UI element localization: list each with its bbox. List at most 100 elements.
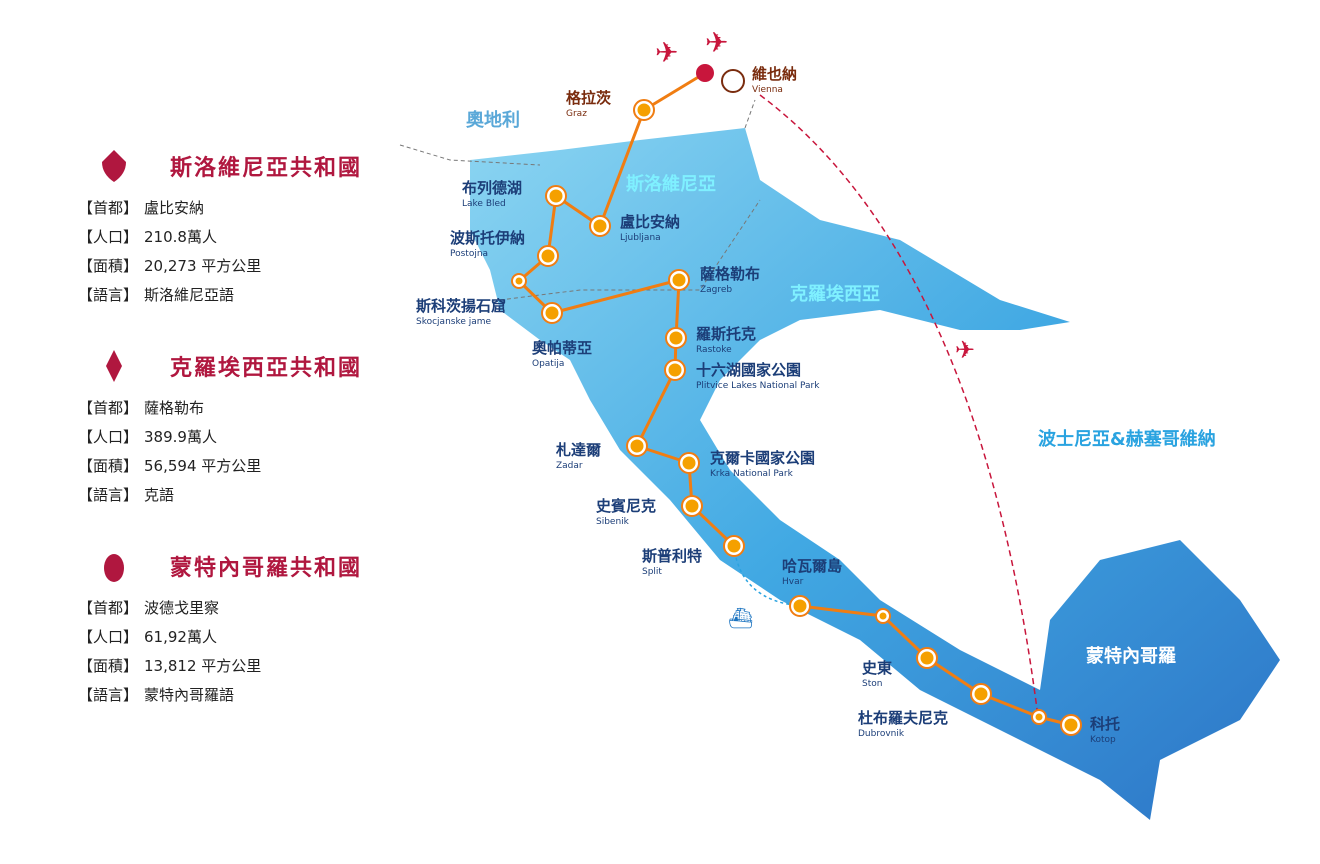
unesco-icon: [721, 69, 745, 93]
stop-marker[interactable]: [876, 609, 890, 623]
stop-marker-ring: [678, 452, 700, 474]
stop-label: 克爾卡國家公園 Krka National Park: [710, 450, 815, 482]
stop-name-en: Krka National Park: [710, 469, 793, 479]
region-croatia: 克羅埃西亞: [790, 284, 880, 305]
flight-path: [759, 94, 1039, 718]
stop-marker-ring: [668, 269, 690, 291]
country-title: 斯洛維尼亞共和國: [170, 156, 363, 181]
stop-name-zh: 奧帕蒂亞: [532, 339, 593, 357]
airplane-icon: ✈: [705, 26, 728, 59]
stop-name-en: Postojna: [450, 249, 489, 259]
country-info-slovenia: 斯洛維尼亞共和國 【首都】盧比安納 【人口】210.8萬人 【面積】20,273…: [78, 148, 362, 310]
stop-name-zh: 斯科茨揚石窟: [416, 297, 507, 315]
airplane-icon: ✈: [955, 336, 975, 364]
stop-marker[interactable]: [971, 684, 991, 704]
region-montenegro: 蒙特內哥羅: [1086, 646, 1176, 667]
stop-name-zh: 史賓尼克: [596, 497, 657, 515]
stop-label: 斯普利特 Split: [642, 548, 702, 580]
stop-name-en: Hvar: [782, 577, 804, 587]
stop-marker-ring: [545, 185, 567, 207]
stop-marker-ring: [664, 359, 686, 381]
stop-marker-ring: [537, 245, 559, 267]
stop-name-zh: 盧比安納: [620, 213, 681, 231]
stop-name-zh: 薩格勒布: [700, 265, 761, 283]
stop-name-zh: 杜布羅夫尼克: [858, 709, 949, 727]
country-info-montenegro: 蒙特內哥羅共和國 【首都】波德戈里察 【人口】61,92萬人 【面積】13,81…: [78, 548, 362, 710]
stop-name-en: Graz: [566, 109, 587, 119]
stop-marker[interactable]: [542, 303, 562, 323]
stop-marker-ring: [589, 215, 611, 237]
stop-marker-ring: [626, 435, 648, 457]
stop-marker-ring: [511, 273, 527, 289]
stop-marker[interactable]: [666, 328, 686, 348]
stop-marker[interactable]: [790, 596, 810, 616]
stop-name-en: Zadar: [556, 461, 583, 471]
route-segment: [598, 109, 646, 227]
country-title: 克羅埃西亞共和國: [170, 356, 363, 381]
stop-marker-ring: [1031, 709, 1047, 725]
stop-label: 杜布羅夫尼克 Dubrovnik: [858, 710, 948, 742]
stop-label: 波斯托伊納 Postojna: [450, 230, 525, 262]
stop-marker-ring: [916, 647, 938, 669]
stop-name-zh: 科托: [1090, 715, 1121, 733]
stop-marker[interactable]: [669, 270, 689, 290]
stop-name-en: Lake Bled: [462, 199, 506, 209]
stop-name-en: Split: [642, 567, 662, 577]
route-segment: [551, 278, 680, 315]
stop-marker[interactable]: [917, 648, 937, 668]
stop-name-zh: 羅斯托克: [696, 325, 757, 343]
stop-marker[interactable]: [590, 216, 610, 236]
emblem-icon: [104, 554, 124, 582]
land-area: [470, 128, 1280, 820]
stop-marker-ring: [875, 608, 891, 624]
airplane-icon: ✈: [655, 36, 678, 69]
stop-marker[interactable]: [627, 436, 647, 456]
stop-name-en: Ljubljana: [620, 233, 661, 243]
stop-marker-ring: [681, 495, 703, 517]
stop-label: 布列德湖 Lake Bled: [462, 180, 522, 212]
stop-marker[interactable]: [679, 453, 699, 473]
stop-marker[interactable]: [1061, 715, 1081, 735]
stop-marker[interactable]: [724, 536, 744, 556]
stop-marker-ring: [541, 302, 563, 324]
stop-name-en: Opatija: [532, 359, 565, 369]
stop-name-en: Ston: [862, 679, 883, 689]
stop-name-zh: 格拉茨: [566, 89, 612, 107]
stop-marker[interactable]: [512, 274, 526, 288]
country-info-croatia: 克羅埃西亞共和國 【首都】薩格勒布 【人口】389.9萬人 【面積】56,594…: [78, 348, 362, 510]
stop-name-zh: 波斯托伊納: [450, 229, 526, 247]
ferry-path: [733, 545, 801, 607]
stop-name-en: Dubrovnik: [858, 729, 905, 739]
stop-name-zh: 十六湖國家公園: [696, 361, 802, 379]
airport-star-icon: [696, 64, 714, 82]
stop-label: 格拉茨 Graz: [566, 90, 611, 122]
stop-name-zh: 布列德湖: [462, 179, 523, 197]
region-bosnia: 波士尼亞&赫塞哥維納: [1038, 429, 1216, 450]
stop-marker-ring: [1060, 714, 1082, 736]
emblem-icon: [102, 150, 126, 182]
stop-marker[interactable]: [634, 100, 654, 120]
region-austria: 奧地利: [466, 110, 520, 131]
stop-label: 盧比安納 Ljubljana: [620, 214, 680, 246]
stop-marker[interactable]: [538, 246, 558, 266]
stop-label: 奧帕蒂亞 Opatija: [532, 340, 592, 372]
stop-marker[interactable]: [1032, 710, 1046, 724]
stop-name-en: Zagreb: [700, 285, 733, 295]
stop-marker-ring: [789, 595, 811, 617]
region-slovenia: 斯洛維尼亞: [626, 174, 716, 195]
route-segment: [799, 604, 884, 618]
stop-name-zh: 斯普利特: [642, 547, 703, 565]
stop-marker[interactable]: [546, 186, 566, 206]
stop-marker[interactable]: [682, 496, 702, 516]
stop-name-zh: 克爾卡國家公園: [710, 449, 816, 467]
stop-marker[interactable]: [665, 360, 685, 380]
ship-icon: ⛴: [728, 606, 753, 630]
stop-marker-ring: [633, 99, 655, 121]
